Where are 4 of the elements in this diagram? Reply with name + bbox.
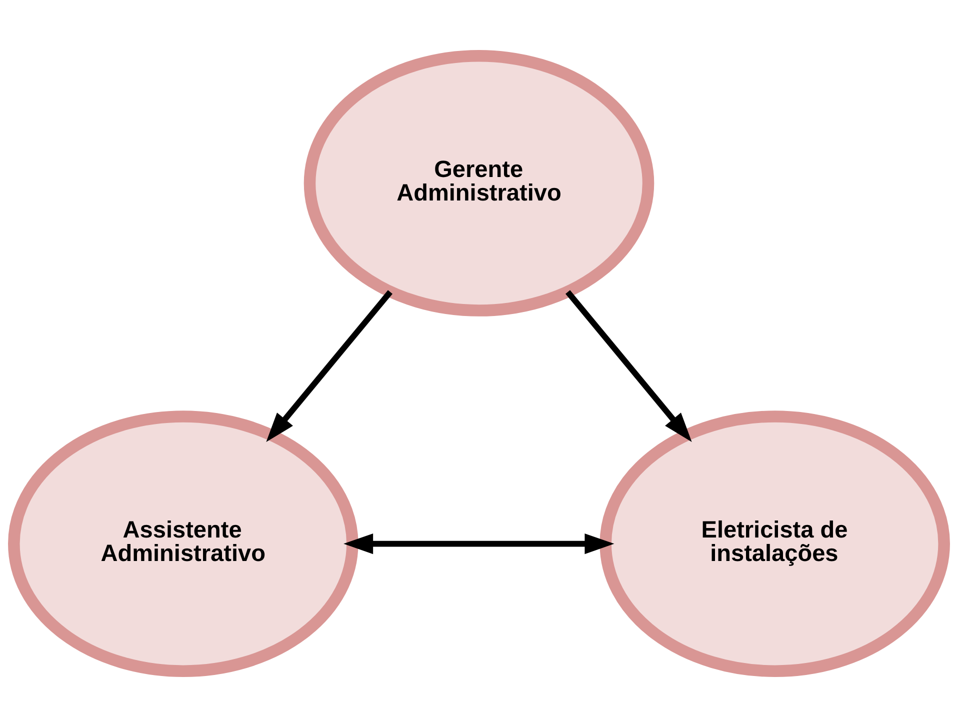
arrow [566, 290, 692, 442]
arrow [344, 532, 614, 554]
arrow [266, 290, 392, 442]
node-ellipse: Gerente Administrativo [304, 50, 654, 316]
